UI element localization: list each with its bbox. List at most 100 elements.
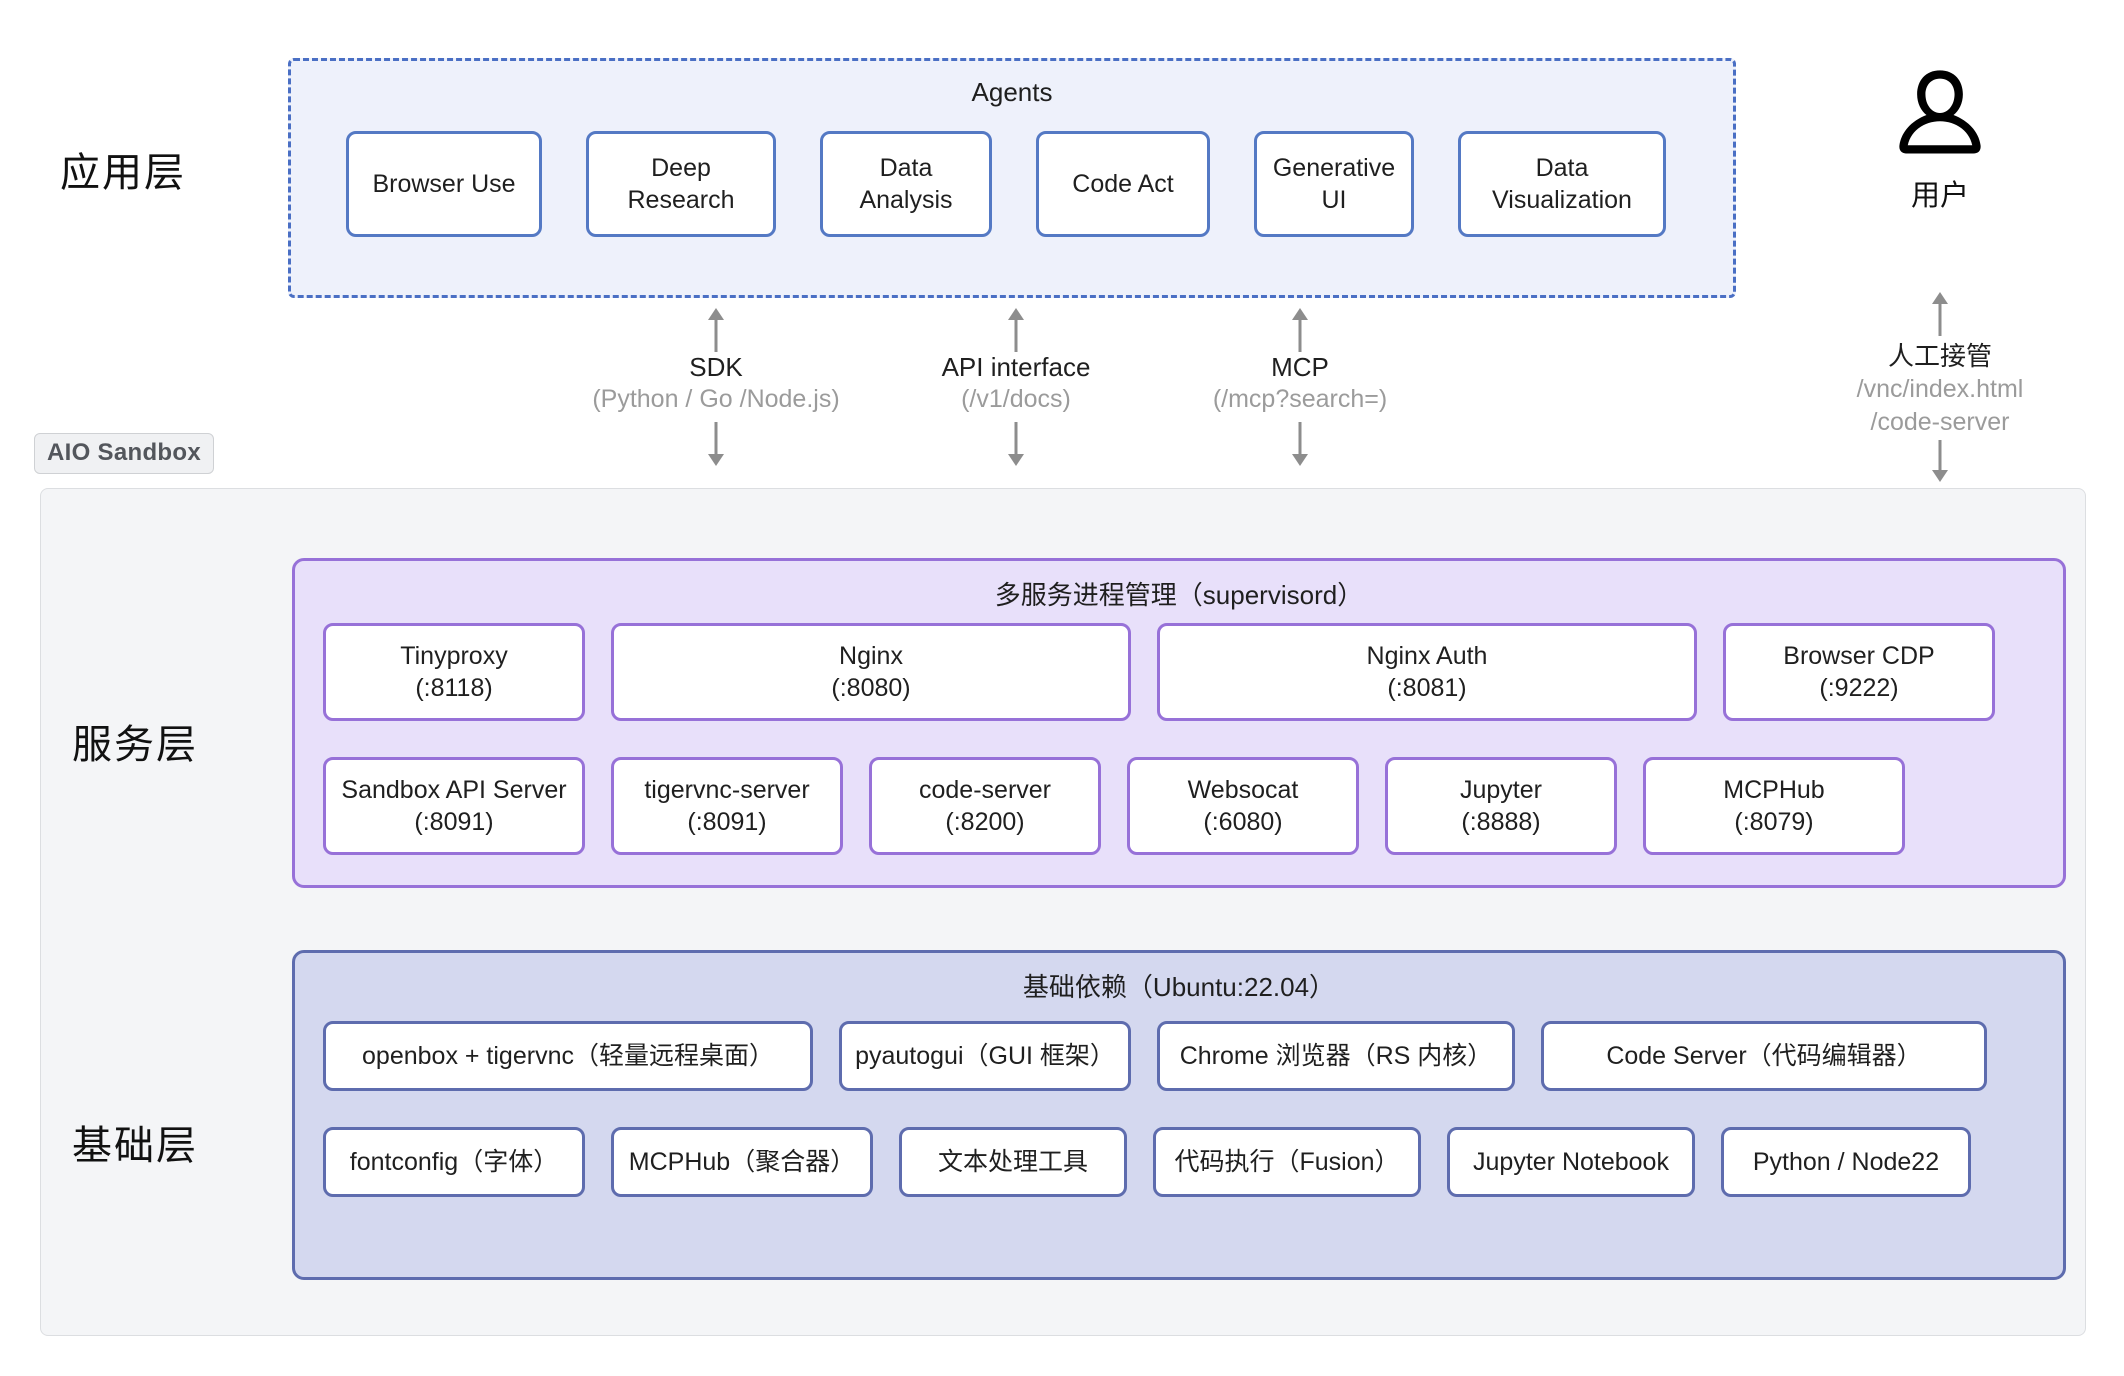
service-name: Nginx [839, 642, 903, 670]
base-box-python-node22[interactable]: Python / Node22 [1721, 1127, 1971, 1197]
service-name: Browser CDP [1783, 642, 1935, 670]
agent-label: Browser Use [372, 170, 516, 198]
base-box-jupyter-notebook[interactable]: Jupyter Notebook [1447, 1127, 1695, 1197]
agent-label-line1: Generative [1272, 154, 1396, 182]
base-row-1: openbox + tigervnc（轻量远程桌面） pyautogui（GUI… [323, 1021, 2035, 1091]
service-box-tigervnc-server[interactable]: tigervnc-server (:8091) [611, 757, 843, 855]
user-label: 用户 [1910, 180, 1969, 212]
user-silhouette-icon [1899, 70, 1981, 154]
base-box-text-processing-tools[interactable]: 文本处理工具 [899, 1127, 1127, 1197]
service-name: Sandbox API Server [341, 776, 567, 804]
agents-title: Agents [971, 77, 1053, 107]
base-box-pyautogui[interactable]: pyautogui（GUI 框架） [839, 1021, 1131, 1091]
base-label: openbox + tigervnc（轻量远程桌面） [362, 1042, 774, 1070]
arrow-down-icon [1008, 421, 1024, 466]
agent-box-generative-ui[interactable]: Generative UI [1254, 131, 1414, 237]
service-name: Jupyter [1460, 776, 1542, 804]
connector-sdk: SDK (Python / Go /Node.js) [566, 306, 866, 468]
service-box-websocat[interactable]: Websocat (:6080) [1127, 757, 1359, 855]
service-port: (:8091) [414, 808, 494, 836]
connector-subtitle-line2: /code-server [1870, 407, 2010, 436]
user-block: 用户 [1835, 62, 2045, 214]
arrow-up-icon [1932, 292, 1948, 336]
aio-sandbox-badge: AIO Sandbox [34, 433, 214, 474]
base-label: 文本处理工具 [937, 1148, 1088, 1176]
base-label: Jupyter Notebook [1473, 1148, 1669, 1176]
connector-title: 人工接管 [1887, 341, 1992, 371]
arrow-down-icon [708, 421, 724, 466]
base-box-code-execution-fusion[interactable]: 代码执行（Fusion） [1153, 1127, 1421, 1197]
service-port: (:8888) [1461, 808, 1541, 836]
service-box-code-server[interactable]: code-server (:8200) [869, 757, 1101, 855]
agent-label-line1: Data [879, 154, 933, 182]
connector-subtitle: (Python / Go /Node.js) [592, 385, 840, 413]
service-port: (:9222) [1819, 674, 1899, 702]
application-layer-label: 应用层 [60, 151, 186, 195]
service-port: (:8080) [831, 674, 911, 702]
agent-label-line2: Research [627, 186, 735, 214]
connector-human-takeover: 人工接管 /vnc/index.html /code-server [1790, 290, 2090, 484]
base-label: Code Server（代码编辑器） [1606, 1042, 1922, 1070]
service-name: Websocat [1187, 776, 1299, 804]
service-name: Tinyproxy [400, 642, 508, 670]
service-row-2: Sandbox API Server (:8091) tigervnc-serv… [323, 757, 2035, 855]
base-panel-title: 基础依赖（Ubuntu:22.04） [1022, 972, 1336, 1002]
connector-api-interface: API interface (/v1/docs) [866, 306, 1166, 468]
service-panel-title: 多服务进程管理（supervisord） [994, 580, 1364, 610]
base-label: MCPHub（聚合器） [628, 1148, 856, 1176]
base-box-fontconfig[interactable]: fontconfig（字体） [323, 1127, 585, 1197]
agent-label-line1: Data [1535, 154, 1589, 182]
service-box-browser-cdp[interactable]: Browser CDP (:9222) [1723, 623, 1995, 721]
base-layer-panel: 基础依赖（Ubuntu:22.04） openbox + tigervnc（轻量… [292, 950, 2066, 1280]
agents-row: Browser Use Deep Research Data Analysis … [346, 131, 1678, 237]
service-box-sandbox-api-server[interactable]: Sandbox API Server (:8091) [323, 757, 585, 855]
agent-box-data-visualization[interactable]: Data Visualization [1458, 131, 1666, 237]
base-box-code-server[interactable]: Code Server（代码编辑器） [1541, 1021, 1987, 1091]
arrow-up-icon [1292, 308, 1308, 352]
agent-label-line1: Deep [651, 154, 711, 182]
agent-box-code-act[interactable]: Code Act [1036, 131, 1210, 237]
agent-box-browser-use[interactable]: Browser Use [346, 131, 542, 237]
service-box-jupyter[interactable]: Jupyter (:8888) [1385, 757, 1617, 855]
base-label: Python / Node22 [1752, 1148, 1940, 1176]
base-label: 代码执行（Fusion） [1174, 1148, 1400, 1176]
service-port: (:8081) [1387, 674, 1467, 702]
service-name: tigervnc-server [644, 776, 810, 804]
base-box-openbox-tigervnc[interactable]: openbox + tigervnc（轻量远程桌面） [323, 1021, 813, 1091]
agent-label-line2: Analysis [859, 186, 953, 214]
service-port: (:8118) [415, 674, 493, 702]
base-box-mcphub[interactable]: MCPHub（聚合器） [611, 1127, 873, 1197]
agent-label: Code Act [1072, 170, 1174, 198]
service-name: MCPHub [1723, 776, 1825, 804]
arrow-up-icon [708, 308, 724, 352]
service-name: code-server [919, 776, 1051, 804]
connector-title: SDK [689, 352, 743, 382]
service-name: Nginx Auth [1366, 642, 1488, 670]
base-label: pyautogui（GUI 框架） [855, 1042, 1115, 1070]
service-box-mcphub[interactable]: MCPHub (:8079) [1643, 757, 1905, 855]
connector-title: API interface [941, 352, 1091, 382]
connector-title: MCP [1271, 352, 1329, 382]
service-layer-label: 服务层 [72, 723, 198, 767]
agent-label-line2: Visualization [1492, 186, 1632, 214]
service-port: (:8091) [687, 808, 767, 836]
service-port: (:8200) [945, 808, 1025, 836]
agent-box-deep-research[interactable]: Deep Research [586, 131, 776, 237]
service-box-tinyproxy[interactable]: Tinyproxy (:8118) [323, 623, 585, 721]
arrow-up-icon [1008, 308, 1024, 352]
connector-subtitle: (/v1/docs) [961, 385, 1071, 413]
service-box-nginx-auth[interactable]: Nginx Auth (:8081) [1157, 623, 1697, 721]
agents-group: Agents Browser Use Deep Research Data An… [288, 58, 1736, 298]
service-layer-panel: 多服务进程管理（supervisord） Tinyproxy (:8118) N… [292, 558, 2066, 888]
agent-box-data-analysis[interactable]: Data Analysis [820, 131, 992, 237]
service-port: (:8079) [1734, 808, 1814, 836]
connector-mcp: MCP (/mcp?search=) [1150, 306, 1450, 468]
base-label: Chrome 浏览器（RS 内核） [1179, 1042, 1493, 1070]
base-box-chrome-browser[interactable]: Chrome 浏览器（RS 内核） [1157, 1021, 1515, 1091]
arrow-down-icon [1932, 440, 1948, 482]
service-box-nginx[interactable]: Nginx (:8080) [611, 623, 1131, 721]
connector-subtitle-line1: /vnc/index.html [1856, 375, 2024, 403]
connector-subtitle: (/mcp?search=) [1212, 385, 1388, 413]
agent-label-line2: UI [1321, 186, 1347, 214]
arrow-down-icon [1292, 421, 1308, 466]
